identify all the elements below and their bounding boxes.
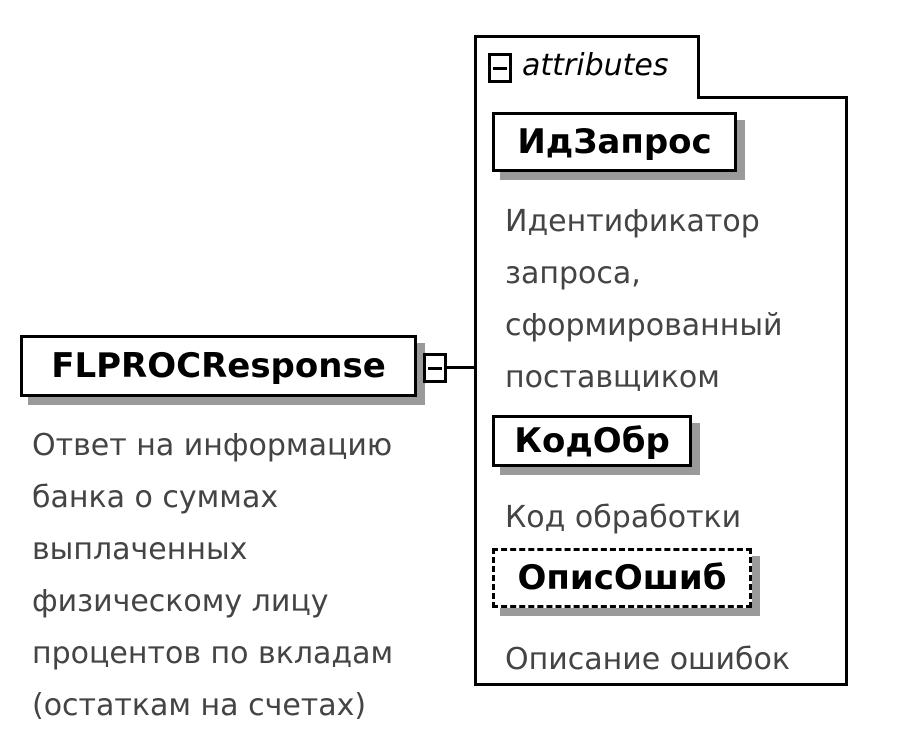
attribute-kodobr-description: Код обработки [505,500,742,535]
desc-line: сформированный [505,308,783,343]
desc-line: Ответ на информацию [32,428,393,463]
desc-line: Идентификатор [505,204,760,239]
desc-line: процентов по вкладам [32,636,394,671]
desc-line: физическому лицу [32,584,329,619]
root-description: Ответ на информацию банка о суммах выпла… [32,420,393,732]
root-element-flprocresponse[interactable]: FLPROCResponse [20,335,417,397]
attribute-opisoshib[interactable]: ОписОшиб [492,548,752,608]
collapse-root-icon[interactable] [423,353,447,383]
desc-line: (остаткам на счетах) [32,688,367,723]
desc-line: запроса, [505,256,641,291]
attributes-group [474,96,848,686]
attribute-idzapros[interactable]: ИдЗапрос [492,112,737,172]
attribute-idzapros-description: Идентификатор запроса, сформированный по… [505,196,783,404]
desc-line: выплаченных [32,532,248,567]
desc-line: поставщиком [505,360,720,395]
connector-line [447,366,475,369]
collapse-attributes-icon[interactable] [488,53,512,83]
attribute-kodobr[interactable]: КодОбр [492,415,692,467]
attributes-group-top-border [697,96,848,99]
attributes-label: attributes [522,48,669,83]
desc-line: банка о суммах [32,480,279,515]
attribute-opisoshib-description: Описание ошибок [505,642,790,677]
